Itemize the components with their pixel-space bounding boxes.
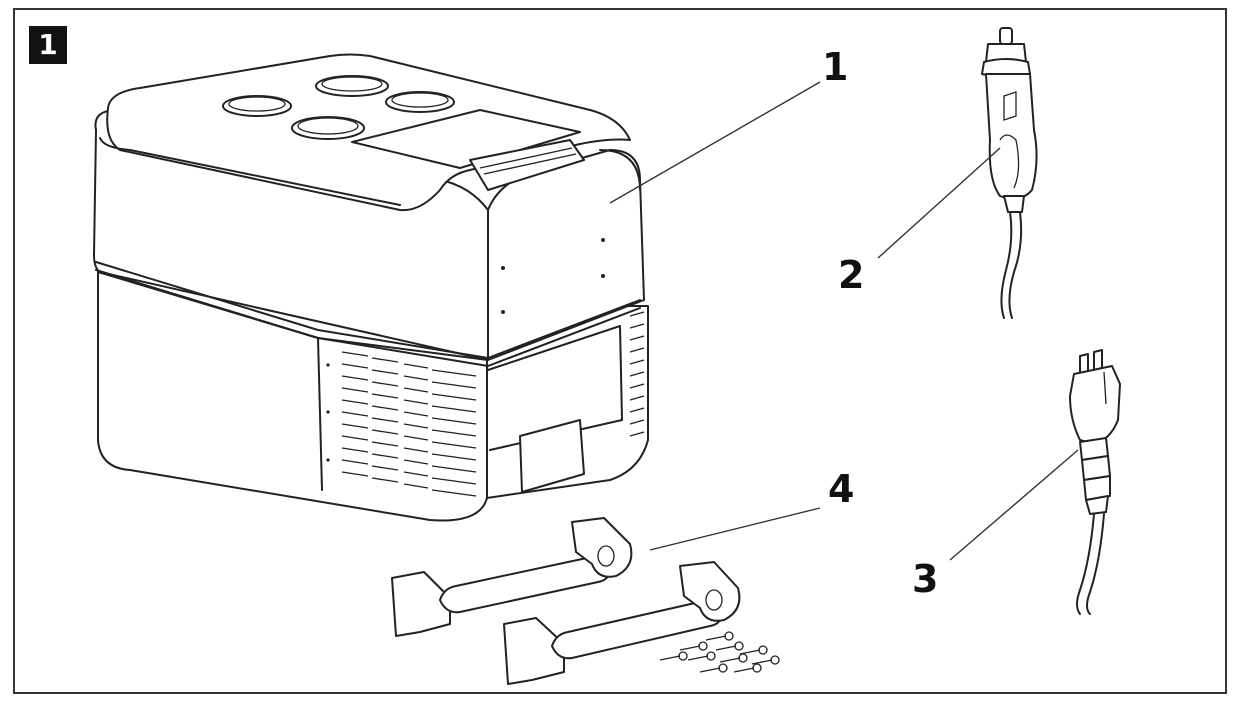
leader-line-4: [649, 507, 821, 551]
callout-label-1: 1: [822, 45, 848, 89]
carrying-handles: [391, 517, 780, 685]
leader-line-2: [877, 147, 1001, 259]
dc-car-plug: [981, 27, 1038, 319]
callout-label-4: 4: [828, 467, 854, 511]
leader-line-1: [609, 81, 821, 204]
callout-label-2: 2: [838, 253, 864, 297]
leader-line-3: [949, 449, 1079, 561]
ac-power-plug: [1069, 349, 1121, 615]
cooler-box: [93, 53, 649, 522]
callout-label-3: 3: [912, 557, 938, 601]
figure-number-badge: 1: [29, 26, 67, 64]
